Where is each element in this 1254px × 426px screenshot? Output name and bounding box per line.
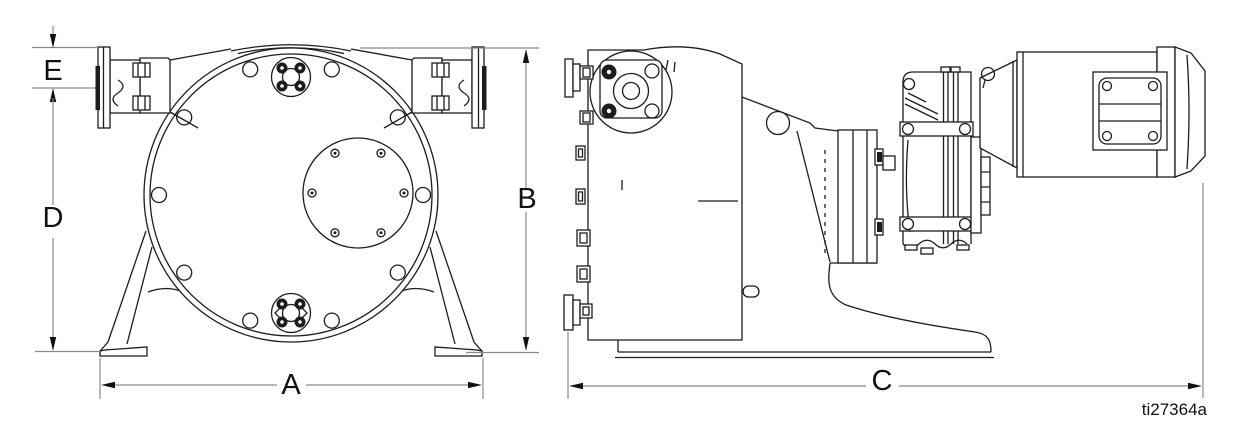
- dim-label-d: D: [43, 202, 64, 234]
- arrowhead: [522, 337, 530, 351]
- arrowhead: [569, 382, 583, 390]
- side-view: [563, 46, 1206, 359]
- perimeter-bolt-holes: [150, 61, 432, 329]
- motor: [1016, 46, 1206, 178]
- left-port-flange: [95, 46, 232, 129]
- dim-label-c: C: [872, 365, 893, 397]
- arrowhead: [468, 381, 482, 389]
- dim-label-e: E: [43, 55, 62, 87]
- dim-label-b: B: [517, 183, 536, 215]
- right-port-flange: [350, 46, 487, 129]
- motor-adapter: [979, 58, 1018, 170]
- pedestal-base: [615, 262, 994, 359]
- access-cover: [302, 137, 414, 249]
- clamp-bar-top: [899, 121, 974, 137]
- dimension-A: A: [99, 358, 484, 401]
- front-view: [95, 44, 487, 357]
- arrowhead: [49, 88, 57, 102]
- arrowhead: [49, 337, 57, 351]
- dim-label-a: A: [281, 369, 301, 401]
- dimension-B: B: [360, 47, 539, 354]
- figure-id-label: ti27364a: [1142, 400, 1208, 419]
- side-port-flange: [589, 50, 673, 134]
- junction-box: [1092, 71, 1168, 151]
- side-bolts: [563, 58, 594, 331]
- dimension-D: D: [35, 88, 100, 353]
- right-foot: [434, 346, 483, 357]
- dimension-E: E: [32, 26, 98, 89]
- pedestal-slot: [742, 285, 760, 298]
- top-shaft-flange: [270, 56, 312, 98]
- lifting-eye: [980, 66, 996, 82]
- arrowhead: [49, 34, 57, 48]
- gear-reducer: [837, 66, 991, 264]
- pump-housing-inner-ring: [149, 53, 433, 337]
- arrowhead: [1188, 382, 1202, 390]
- fan-cover: [1174, 46, 1206, 178]
- dimension-C: C: [567, 183, 1204, 399]
- dimensions: E D A B C ti2: [32, 26, 1208, 419]
- casing-lip: [230, 44, 352, 52]
- arrowhead: [101, 381, 115, 389]
- arrowhead: [522, 49, 530, 63]
- left-foot: [99, 346, 148, 357]
- bottom-shaft-flange: [270, 292, 312, 334]
